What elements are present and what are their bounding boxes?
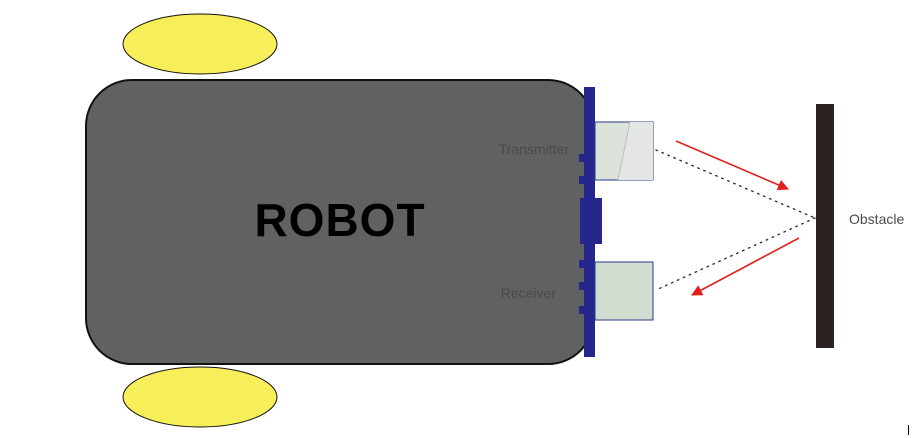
reflected-signal-path: [655, 217, 816, 291]
top-wheel: [122, 13, 278, 75]
transmitter-module: [594, 121, 654, 181]
receiver-label: Receiver: [501, 285, 557, 301]
robot-label: ROBOT: [254, 194, 425, 246]
obstacle-label: Obstacle: [849, 211, 904, 227]
obstacle-wall: [816, 104, 834, 348]
emitted-signal-arrow: [675, 140, 790, 191]
bottom-wheel: [122, 366, 278, 428]
reflected-signal-arrow: [691, 237, 800, 296]
transmitter-label: Transmitter: [499, 141, 570, 157]
receiver-module: [594, 261, 654, 321]
emitted-signal-path: [655, 149, 816, 219]
sensor-board: [579, 87, 602, 357]
edge-tick: [908, 425, 909, 435]
